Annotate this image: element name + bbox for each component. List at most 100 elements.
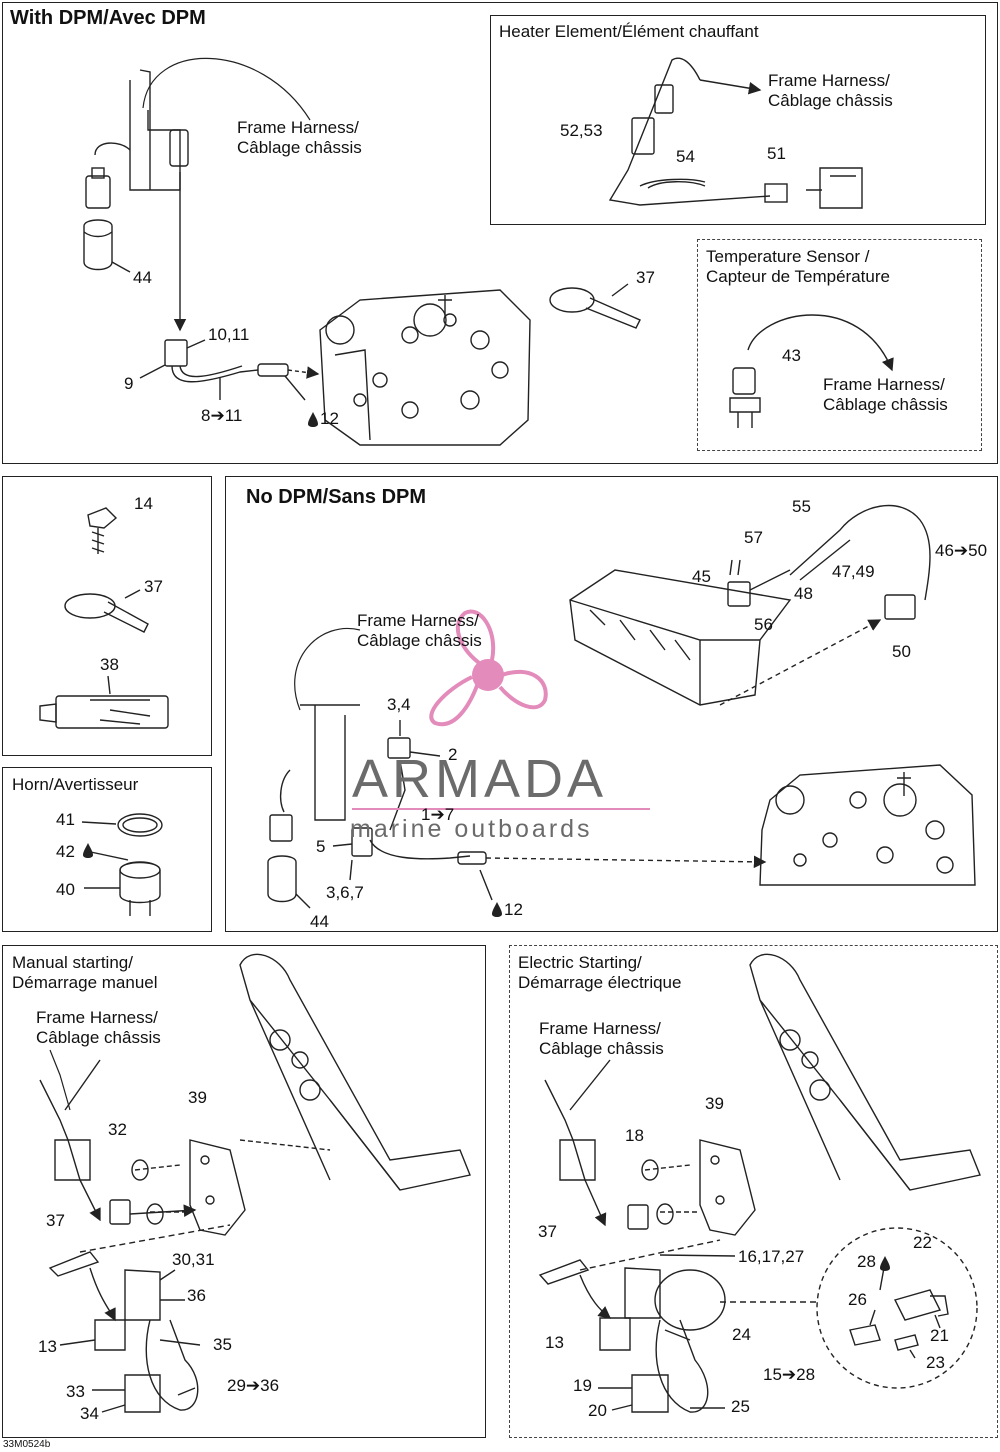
callout-2: 2 — [448, 745, 458, 764]
callout-57: 57 — [744, 528, 763, 547]
callout-51: 51 — [767, 144, 786, 163]
callout-36: 36 — [187, 1286, 206, 1305]
frame-harness-label-no-dpm: Frame Harness/ Câblage châssis — [357, 611, 482, 651]
electric-harness-drawing — [538, 1059, 820, 1413]
electric-starting-title: Electric Starting/ Démarrage électrique — [518, 953, 681, 993]
engine-head-drawing — [319, 289, 531, 446]
callout-1-7: 1➔7 — [421, 805, 455, 824]
frame-harness-line1: Frame Harness/ — [539, 1019, 661, 1038]
callout-24: 24 — [732, 1325, 751, 1344]
callout-41: 41 — [56, 810, 75, 829]
frame-harness-line1: Frame Harness/ — [36, 1008, 158, 1027]
cable-tie-37-left-drawing — [64, 589, 149, 633]
callout-39: 39 — [188, 1088, 207, 1107]
temperature-sensor-panel — [697, 239, 982, 451]
callout-45: 45 — [692, 567, 711, 586]
watermark-rule — [352, 808, 650, 810]
frame-harness-label-temp: Frame Harness/ Câblage châssis — [823, 375, 948, 415]
callout-21: 21 — [930, 1326, 949, 1345]
callout-12: 12 — [504, 900, 523, 919]
dpm-harness-drawing — [85, 57, 311, 332]
manual-title-line1: Manual starting/ — [12, 953, 133, 972]
callout-40: 40 — [56, 880, 75, 899]
horn-panel — [2, 767, 212, 932]
callout-13: 13 — [38, 1337, 57, 1356]
callout-50: 50 — [892, 642, 911, 661]
callout-14: 14 — [134, 494, 153, 513]
callout-30-31: 30,31 — [172, 1250, 215, 1269]
frame-harness-label-dpm: Frame Harness/ Câblage châssis — [237, 118, 362, 158]
callout-26: 26 — [848, 1290, 867, 1309]
electric-starting-panel — [509, 945, 998, 1438]
callout-5: 5 — [316, 837, 326, 856]
callout-54: 54 — [676, 147, 695, 166]
armada-logo-icon — [429, 609, 548, 727]
callout-35: 35 — [213, 1335, 232, 1354]
callout-48: 48 — [794, 584, 813, 603]
frame-harness-line2: Câblage châssis — [357, 631, 482, 650]
heater-element-drawing — [608, 57, 863, 209]
engine-head-2-drawing — [759, 764, 976, 886]
dpm-module-44-drawing — [83, 219, 131, 273]
no-dpm-title: No DPM/Sans DPM — [246, 486, 427, 508]
manual-bracket-drawing — [131, 953, 471, 1236]
horn-40-drawing — [84, 850, 161, 916]
callout-3-4: 3,4 — [387, 695, 411, 714]
callout-37: 37 — [636, 268, 655, 287]
callout-22: 22 — [913, 1233, 932, 1252]
callout-9: 9 — [124, 374, 134, 393]
frame-harness-label-heater: Frame Harness/ Câblage châssis — [768, 71, 893, 111]
drawing-code: 33M0524b — [3, 1439, 51, 1450]
frame-harness-label-manual: Frame Harness/ Câblage châssis — [36, 1008, 161, 1048]
callout-28: 28 — [857, 1252, 876, 1271]
callout-33: 33 — [66, 1382, 85, 1401]
callout-32: 32 — [108, 1120, 127, 1139]
electric-bracket-drawing — [641, 953, 981, 1236]
callout-12: 12 — [320, 409, 339, 428]
horn-ring-41-drawing — [81, 813, 163, 837]
callout-34: 34 — [80, 1404, 99, 1423]
callout-44: 44 — [133, 268, 152, 287]
electric-title-line1: Electric Starting/ — [518, 953, 642, 972]
with-dpm-panel — [2, 2, 998, 464]
with-dpm-title: With DPM/Avec DPM — [10, 7, 206, 29]
manual-starting-panel — [2, 945, 486, 1438]
relay-inset-drawing — [816, 1227, 978, 1389]
wire-55-drawing — [727, 504, 931, 620]
no-dpm-harness-drawing — [267, 627, 767, 909]
callout-25: 25 — [731, 1397, 750, 1416]
watermark-tagline: marine outboards — [350, 815, 593, 843]
drop-glyphs — [83, 412, 890, 1271]
callout-52-53: 52,53 — [560, 121, 603, 140]
heater-element-panel — [490, 15, 986, 225]
temp-sensor-drawing — [729, 314, 894, 428]
heater-title: Heater Element/Élément chauffant — [499, 22, 759, 41]
callout-56: 56 — [754, 615, 773, 634]
callout-10-11: 10,11 — [208, 325, 250, 344]
callout-8-11: 8➔11 — [201, 406, 243, 425]
dpm-hose-drawing — [139, 339, 320, 401]
frame-harness-line1: Frame Harness/ — [768, 71, 890, 90]
electric-title-line2: Démarrage électrique — [518, 973, 682, 992]
frame-harness-line2: Câblage châssis — [36, 1028, 161, 1047]
manual-starting-title: Manual starting/ Démarrage manuel — [12, 953, 158, 993]
callout-16-17-27: 16,17,27 — [738, 1247, 805, 1266]
frame-harness-label-electric: Frame Harness/ Câblage châssis — [539, 1019, 664, 1059]
battery-box-drawing — [569, 569, 882, 706]
callout-37: 37 — [538, 1222, 557, 1241]
cable-tie-37-top-drawing — [549, 283, 641, 329]
frame-harness-line2: Câblage châssis — [768, 91, 893, 110]
callout-13: 13 — [545, 1333, 564, 1352]
callout-37: 37 — [46, 1211, 65, 1230]
temp-sensor-title-line1: Temperature Sensor / — [706, 247, 870, 266]
callout-39: 39 — [705, 1094, 724, 1113]
watermark-brand: ARMADA — [352, 749, 608, 809]
callout-19: 19 — [573, 1376, 592, 1395]
horn-title: Horn/Avertisseur — [12, 775, 139, 794]
callout-20: 20 — [588, 1401, 607, 1420]
callout-15-28: 15➔28 — [763, 1365, 816, 1384]
manual-title-line2: Démarrage manuel — [12, 973, 158, 992]
callout-47-49: 47,49 — [832, 562, 875, 581]
callout-38: 38 — [100, 655, 119, 674]
callout-29-36: 29➔36 — [227, 1376, 280, 1395]
